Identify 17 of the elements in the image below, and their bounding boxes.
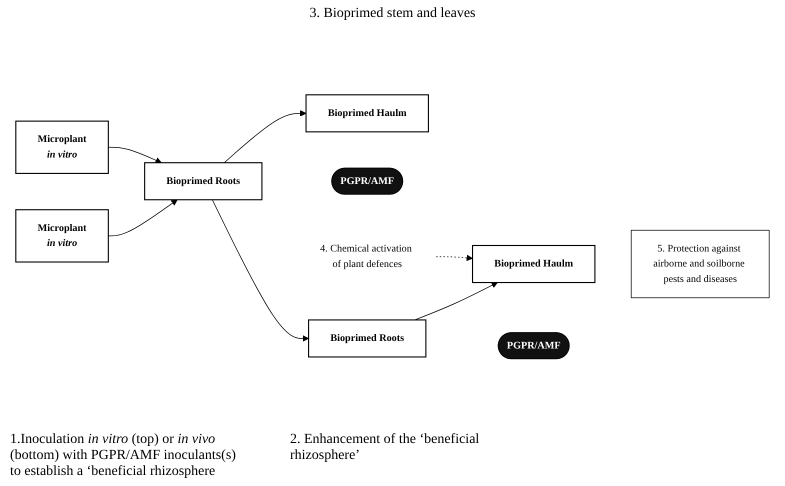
step-note: 1.Inoculation in vitro (top) or in vivo (bottom) with PGPR/AMF inoculants(s) to establish a ‘beneficial rhizosphere [10, 432, 237, 480]
arrow [212, 200, 309, 342]
node-box: Bioprimed Haulm [472, 245, 596, 284]
step-note: 3. Bioprimed stem and leaves [308, 6, 477, 22]
arrow [108, 147, 162, 164]
node-text: 4. Chemical activation of plant defences [320, 244, 412, 270]
node-box: Bioprimed Haulm [306, 94, 429, 133]
arrow [436, 254, 473, 262]
node-box: Bioprimed Roots [144, 162, 262, 200]
arrow [108, 200, 178, 236]
node-box: Bioprimed Roots [308, 320, 426, 358]
step-note: 2. Enhancement of the ‘beneficial rhizosphere’ [290, 432, 480, 465]
node-box: 5. Protection against airborne and soilborne pests and diseases [630, 230, 770, 298]
node-box: Microplant in vitro [15, 120, 109, 174]
node-box: Microplant in vitro [15, 209, 109, 263]
arrow [414, 282, 498, 320]
arrow [224, 110, 306, 164]
